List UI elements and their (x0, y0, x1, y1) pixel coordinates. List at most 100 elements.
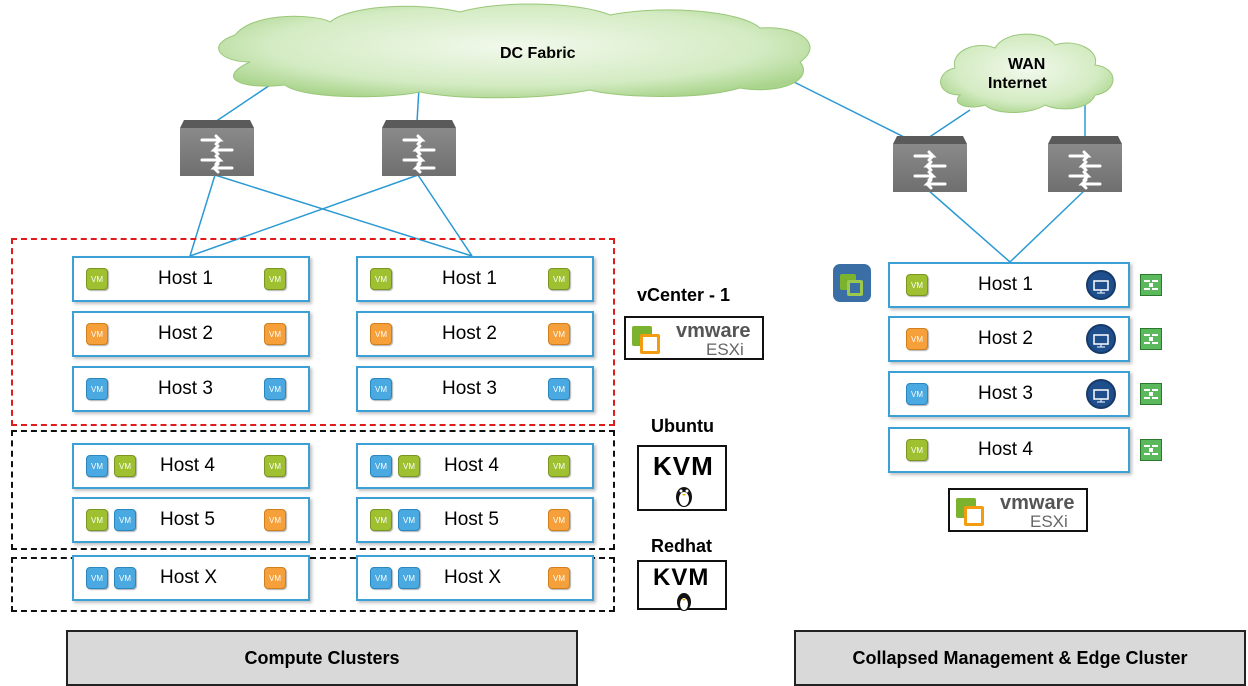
dc-fabric-cloud (218, 3, 811, 99)
vm-icon: VM (548, 567, 570, 589)
vm-icon: VM (370, 567, 392, 589)
host-box: VM VM Host 5 VM (356, 497, 594, 543)
vm-icon: VM (370, 455, 392, 477)
ubuntu-cluster-outline (11, 430, 615, 550)
nsx-switch-icon (1140, 328, 1162, 350)
vm-icon: VM (114, 455, 136, 477)
host-label: Host 2 (442, 323, 497, 344)
vcenter-cluster-outline (11, 238, 615, 426)
host-label: Host X (444, 567, 502, 588)
vm-icon: VM (906, 439, 928, 461)
vm-icon: VM (548, 455, 570, 477)
host-box: VM Host 2 VM (72, 311, 310, 357)
vm-icon: VM (370, 509, 392, 531)
vm-icon: VM (86, 268, 108, 290)
vm-icon: VM (86, 509, 108, 531)
vcenter-label: vCenter - 1 (637, 285, 731, 305)
edge-gateway-icon (1086, 324, 1116, 354)
vm-icon: VM (114, 509, 136, 531)
esxi-brand: vmware (676, 320, 751, 342)
vm-icon: VM (370, 323, 392, 345)
host-box: VM Host 3 (888, 371, 1130, 417)
esxi-badge: vmware ESXi (948, 488, 1088, 532)
vm-icon: VM (548, 323, 570, 345)
host-box: VM VM Host 4 VM (356, 443, 594, 489)
wan-label: WAN (1008, 56, 1046, 73)
host-box: VM VM Host 5 VM (72, 497, 310, 543)
kvm-text: KVM (653, 564, 710, 591)
vm-icon: VM (264, 455, 286, 477)
vm-icon: VM (86, 455, 108, 477)
vm-icon: VM (86, 323, 108, 345)
edge-gateway-icon (1086, 379, 1116, 409)
vm-icon: VM (398, 567, 420, 589)
host-label: Host 3 (978, 383, 1033, 404)
host-box: VM Host 1 (888, 262, 1130, 308)
vm-icon: VM (398, 509, 420, 531)
wan-cloud (940, 33, 1114, 113)
vm-icon: VM (906, 274, 928, 296)
network-links (189, 69, 1086, 263)
vm-icon: VM (264, 268, 286, 290)
nsx-switch-icon (1140, 274, 1162, 296)
vm-icon: VM (370, 378, 392, 400)
internet-label: Internet (988, 75, 1047, 92)
vm-icon: VM (264, 378, 286, 400)
tux-icon (676, 487, 692, 507)
kvm-badge: KVM (637, 445, 727, 511)
host-label: Host 5 (444, 509, 499, 530)
host-label: Host 1 (158, 268, 213, 289)
host-label: Host 5 (160, 509, 215, 530)
host-box: VM VM Host X VM (356, 555, 594, 601)
host-box: VM Host 1 VM (72, 256, 310, 302)
nsx-switch-icon (1140, 439, 1162, 461)
kvm-text: KVM (653, 451, 714, 481)
esxi-brand: vmware (1000, 492, 1075, 514)
host-label: Host 1 (442, 268, 497, 289)
vm-icon: VM (264, 509, 286, 531)
vsphere-icon (632, 326, 660, 354)
host-label: Host 2 (978, 328, 1033, 349)
host-label: Host 3 (442, 378, 497, 399)
switch-icon (180, 120, 254, 176)
tux-icon (677, 593, 691, 611)
host-label: Host 1 (978, 274, 1033, 295)
edge-gateway-icon (1086, 270, 1116, 300)
vm-icon: VM (264, 323, 286, 345)
host-label: Host X (160, 567, 218, 588)
switch-icon (893, 136, 967, 192)
kvm-badge: KVM (637, 560, 727, 611)
vm-icon: VM (906, 328, 928, 350)
host-label: Host 2 (158, 323, 213, 344)
vm-icon: VM (114, 567, 136, 589)
switch-icon (382, 120, 456, 176)
vm-icon: VM (398, 455, 420, 477)
vm-icon: VM (548, 268, 570, 290)
vm-icon: VM (86, 567, 108, 589)
vm-icon: VM (548, 509, 570, 531)
compute-clusters-label: Compute Clusters (66, 630, 578, 686)
host-box: VM Host 2 (888, 316, 1130, 362)
esxi-product: ESXi (1030, 512, 1068, 531)
vsphere-icon (832, 263, 872, 303)
vsphere-icon (956, 498, 984, 526)
redhat-label: Redhat (651, 536, 713, 556)
host-box: VM Host 1 VM (356, 256, 594, 302)
esxi-badge: vmware ESXi (624, 316, 764, 360)
switch-icon (1048, 136, 1122, 192)
vm-icon: VM (906, 383, 928, 405)
vm-icon: VM (86, 378, 108, 400)
host-label: Host 4 (444, 455, 499, 476)
host-box: VM Host 2 VM (356, 311, 594, 357)
vm-icon: VM (370, 268, 392, 290)
esxi-product: ESXi (706, 340, 744, 359)
dc-fabric-label: DC Fabric (500, 45, 576, 62)
ubuntu-label: Ubuntu (651, 416, 714, 436)
redhat-cluster-outline (11, 557, 615, 612)
